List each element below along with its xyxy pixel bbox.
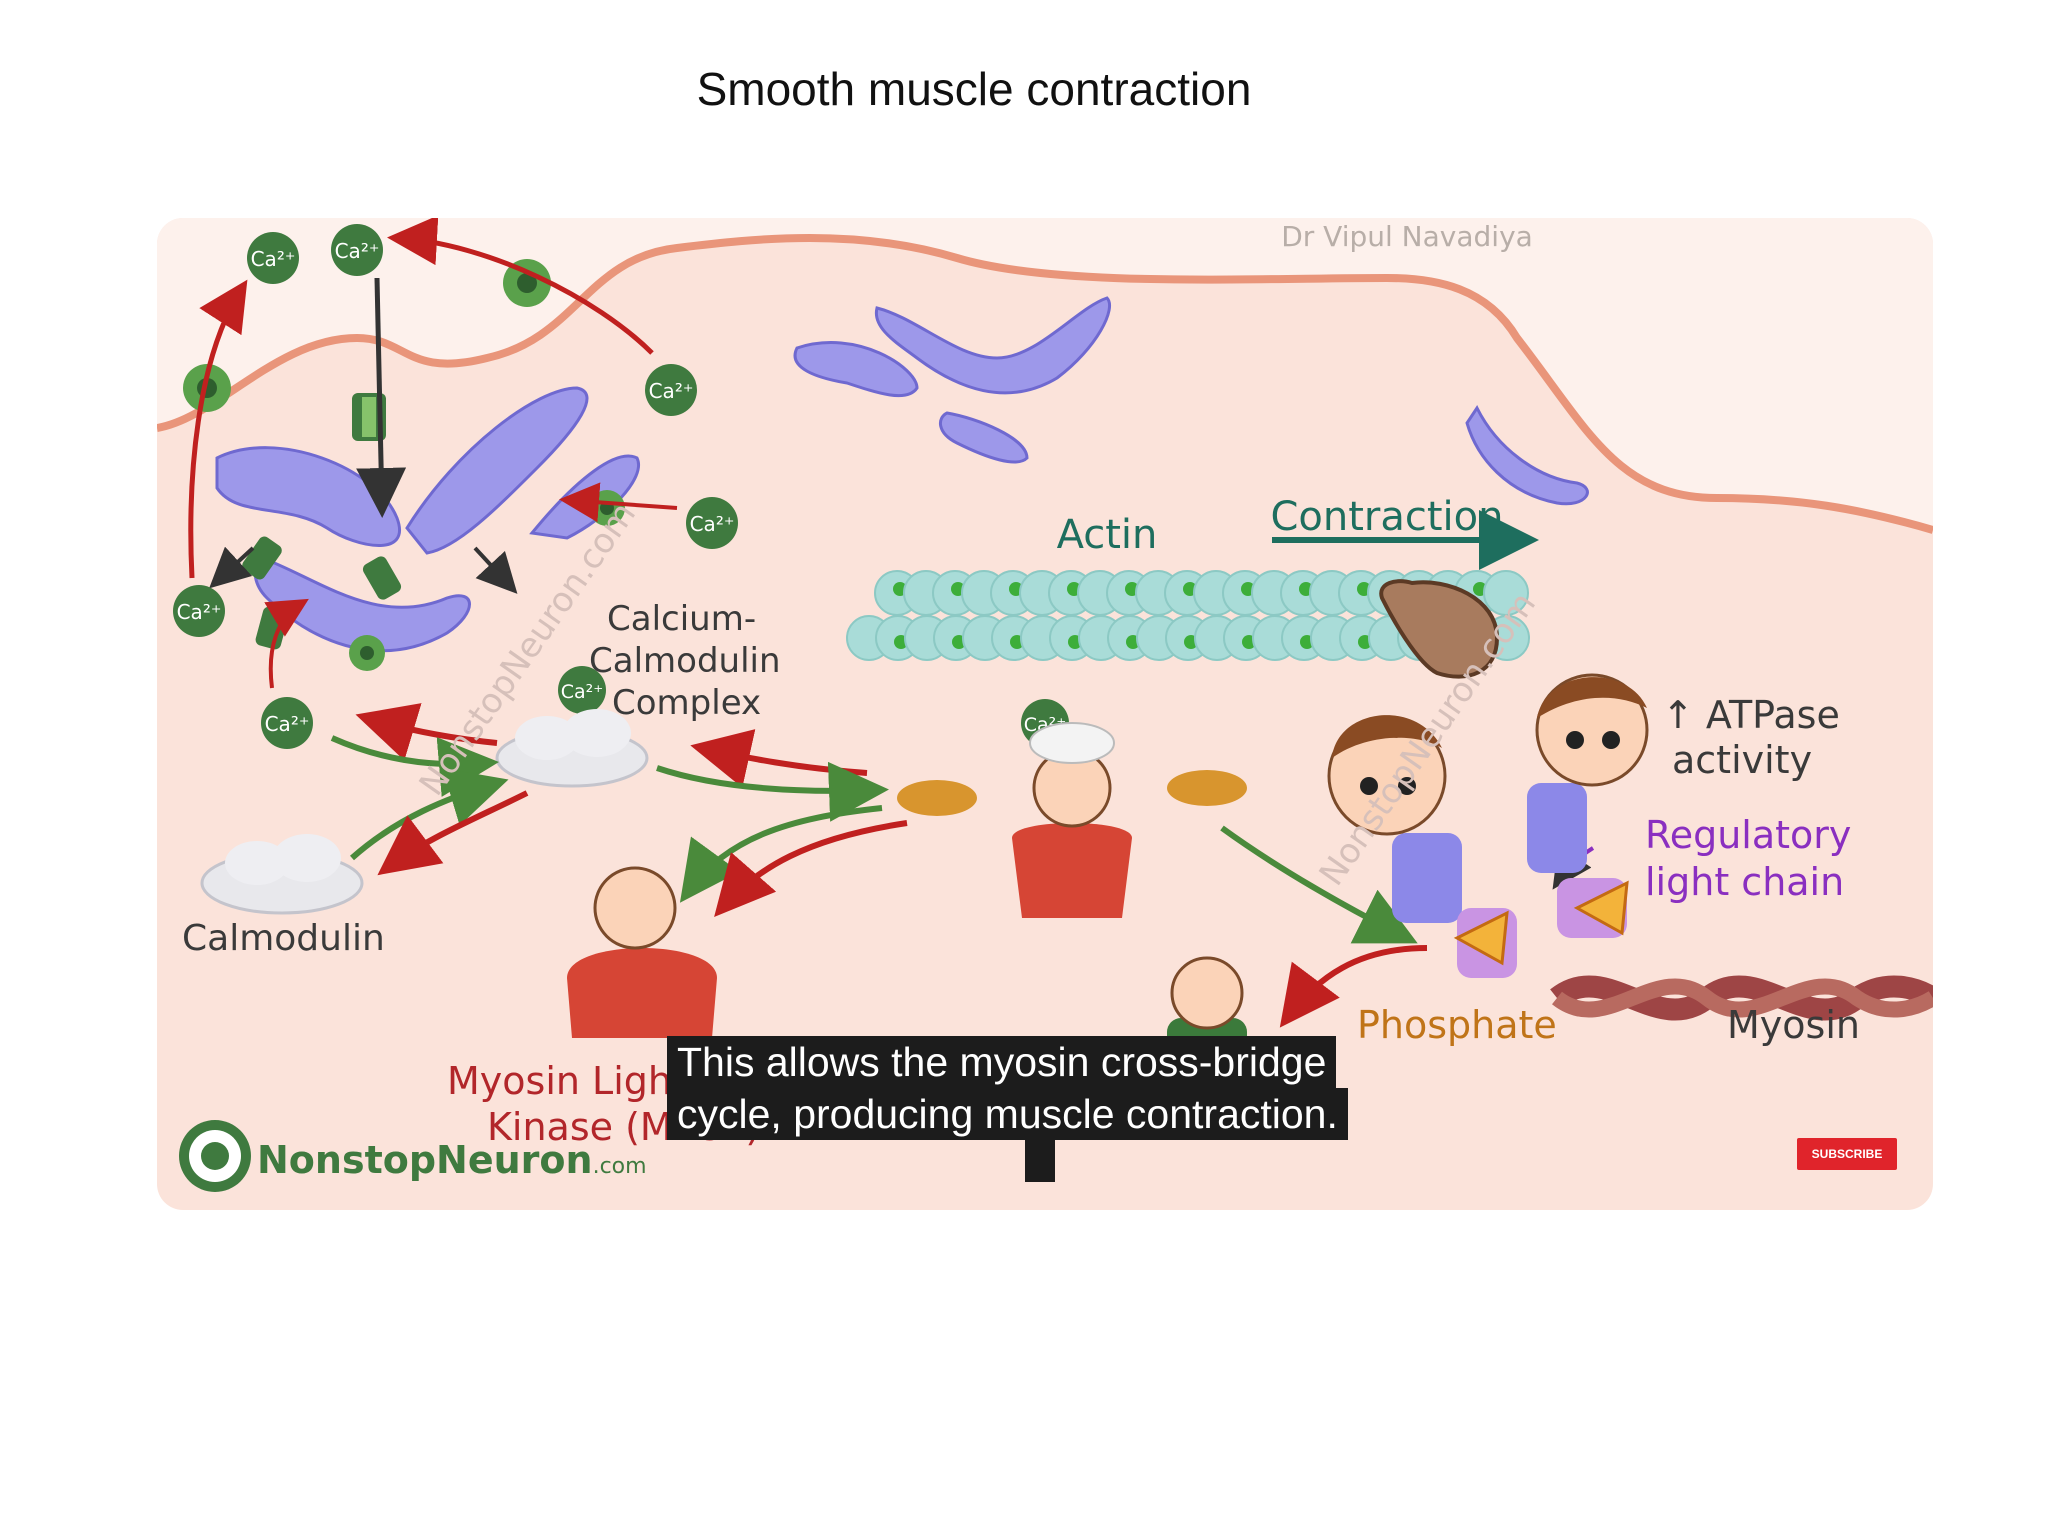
svg-text:Ca²⁺: Ca²⁺ — [265, 712, 310, 736]
atpase-label-line1: ↑ ATPase — [1662, 693, 1840, 737]
calcium-ion: Ca²⁺ — [558, 666, 606, 714]
logo-text: NonstopNeuron.com — [257, 1138, 647, 1182]
hand-pointer-icon — [1379, 579, 1500, 679]
atpase-label-line2: activity — [1672, 738, 1812, 782]
calcium-calmodulin-complex-cloud — [495, 709, 649, 788]
arrow — [209, 546, 255, 589]
myosin-head-character — [1527, 673, 1649, 938]
phosphate-pizza-icon — [1453, 880, 1629, 966]
svg-text:Ca²⁺: Ca²⁺ — [561, 681, 604, 703]
actin-bead — [1483, 570, 1529, 616]
regulatory-light-chain-label-line1: Regulatory — [1645, 813, 1851, 857]
calcium-ion: Ca²⁺ — [331, 224, 383, 276]
credit-text: Dr Vipul Navadiya — [1281, 220, 1533, 253]
sarcoplasmic-reticulum — [405, 386, 589, 555]
svg-text:Ca²⁺: Ca²⁺ — [335, 239, 380, 263]
calcium-ion: Ca²⁺ — [173, 585, 225, 637]
calmodulin-label: Calmodulin — [182, 918, 385, 959]
arrow — [656, 761, 889, 822]
sarcoplasmic-reticulum — [793, 341, 919, 398]
arrow — [473, 546, 518, 594]
arrow — [690, 729, 868, 788]
arrow — [1279, 945, 1428, 1028]
svg-text:Ca²⁺: Ca²⁺ — [690, 512, 735, 536]
sarcoplasmic-reticulum — [938, 411, 1029, 464]
svg-text:Ca²⁺: Ca²⁺ — [649, 379, 694, 403]
calmodulin-cloud — [200, 834, 364, 915]
mlck-character — [567, 866, 717, 1038]
extracellular-space — [157, 218, 1933, 530]
regulatory-light-chain-label-line2: light chain — [1645, 860, 1844, 904]
phosphate-label: Phosphate — [1357, 1003, 1557, 1047]
complex-label-line3: Complex — [612, 683, 761, 723]
calcium-ion: Ca²⁺ — [645, 364, 697, 416]
arrow — [330, 735, 499, 797]
sarcoplasmic-reticulum — [874, 296, 1112, 395]
myosin-label: Myosin — [1727, 1003, 1860, 1047]
cell-membrane — [157, 234, 1933, 534]
myosin-filament — [1550, 975, 1933, 1021]
caption-line-1: This allows the myosin cross-bridge — [667, 1036, 1337, 1088]
arrow — [356, 277, 407, 518]
complex-label-line1: Calcium- — [607, 599, 756, 639]
arrow — [377, 790, 529, 876]
arrow — [188, 279, 248, 579]
arrow — [559, 482, 678, 523]
arrow — [264, 598, 309, 689]
calcium-ion: Ca²⁺ — [686, 497, 738, 549]
contraction-label: Contraction — [1270, 494, 1503, 540]
caption-line-2: cycle, producing muscle contraction. — [667, 1088, 1348, 1140]
sarcoplasmic-reticulum — [1465, 405, 1589, 506]
calcium-ion: Ca²⁺ — [247, 232, 299, 284]
svg-text:Ca²⁺: Ca²⁺ — [177, 600, 222, 624]
arrow — [679, 805, 883, 903]
chef-character — [897, 722, 1247, 918]
slide-title: Smooth muscle contraction — [696, 63, 1252, 115]
subscribe-button[interactable]: SUBSCRIBE — [1797, 1138, 1897, 1170]
arrow — [714, 820, 908, 918]
svg-text:Ca²⁺: Ca²⁺ — [251, 247, 296, 271]
sarcoplasmic-reticulum — [215, 446, 401, 547]
diagram-canvas: Ca²⁺ Ca²⁺ Ca²⁺ Ca²⁺ Ca²⁺ Ca²⁺ Ca²⁺ Ca²⁺ — [157, 218, 1933, 1192]
calcium-ion: Ca²⁺ — [261, 697, 313, 749]
pump-icon — [183, 259, 625, 671]
nonstopneuron-logo-icon — [179, 1120, 251, 1192]
arrow — [1220, 825, 1418, 944]
actin-label: Actin — [1057, 512, 1158, 558]
arrow — [387, 218, 654, 355]
arrow — [350, 768, 509, 861]
complex-label-line2: Calmodulin — [589, 641, 781, 681]
video-frame[interactable]: Ca²⁺ Ca²⁺ Ca²⁺ Ca²⁺ Ca²⁺ Ca²⁺ Ca²⁺ Ca²⁺ — [157, 218, 1933, 1210]
